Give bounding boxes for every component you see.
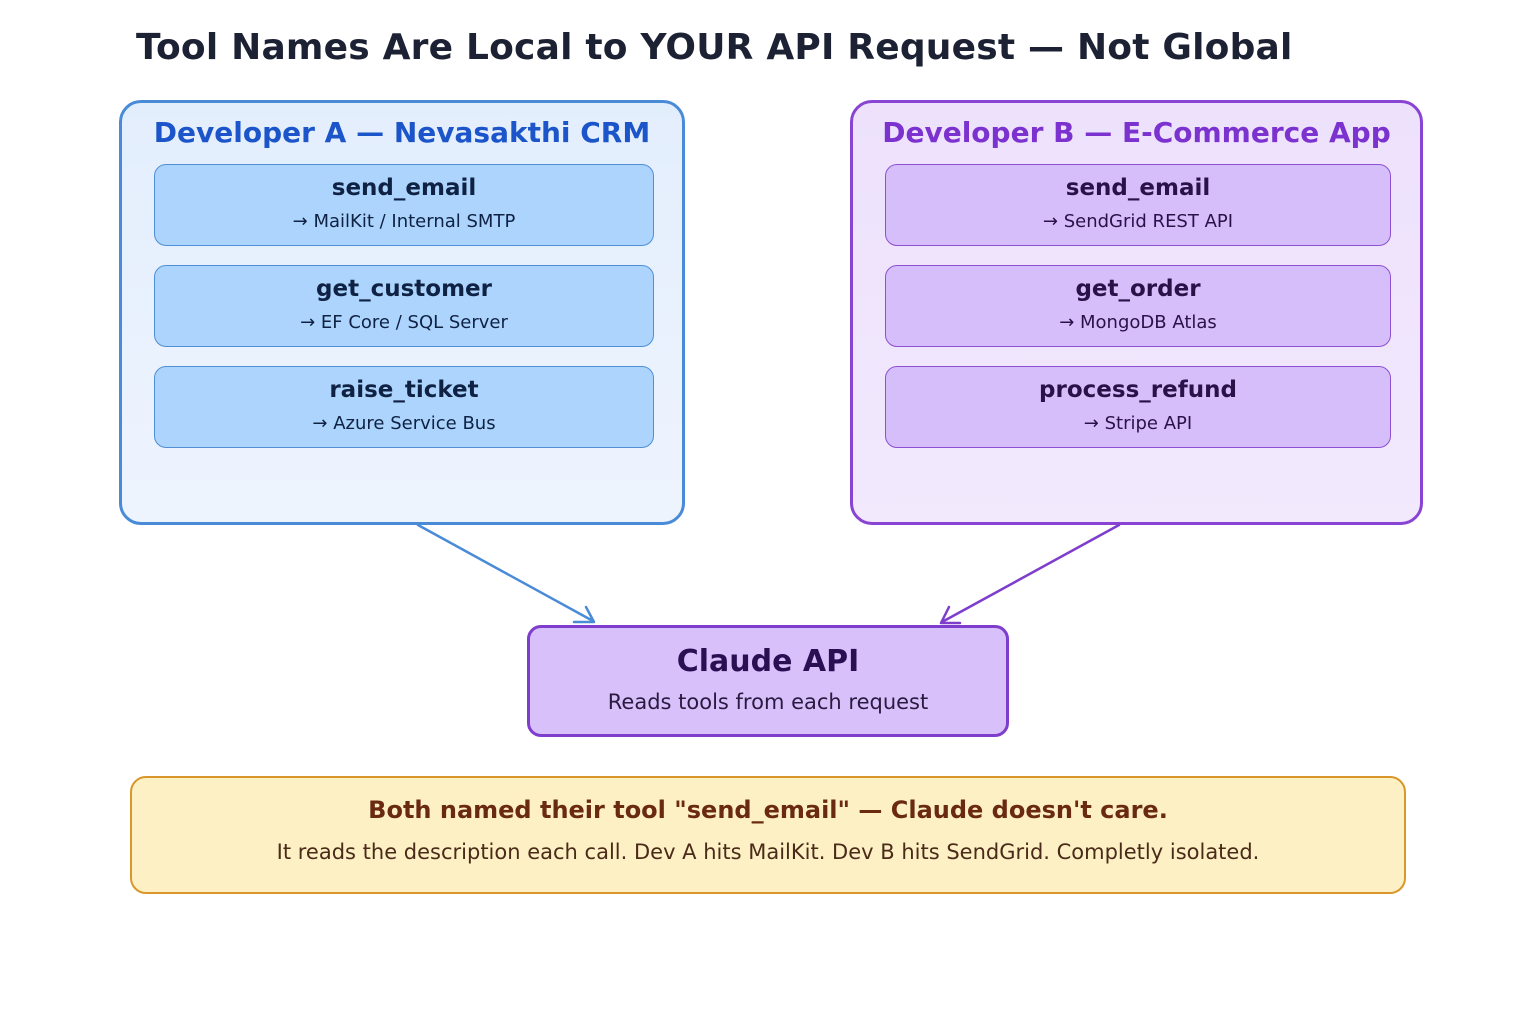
tool-name: process_refund (1039, 377, 1237, 403)
tool-name: get_order (1075, 276, 1201, 302)
tool-target: → MongoDB Atlas (1059, 312, 1217, 333)
arrow-b-line (940, 523, 1121, 624)
developer-a-tool-send-email: send_email → MailKit / Internal SMTP (154, 164, 654, 246)
tool-target: → Stripe API (1083, 413, 1193, 434)
tool-target: → Azure Service Bus (312, 413, 496, 434)
page-title: Tool Names Are Local to YOUR API Request… (136, 27, 1293, 68)
developer-a-tool-get-customer: get_customer → EF Core / SQL Server (154, 265, 654, 347)
developer-b-tool-get-order: get_order → MongoDB Atlas (885, 265, 1391, 347)
tool-target: → EF Core / SQL Server (300, 312, 508, 333)
tool-name: send_email (331, 175, 477, 201)
summary-note: Both named their tool "send_email" — Cla… (130, 776, 1406, 894)
tool-target: → SendGrid REST API (1042, 211, 1234, 232)
developer-a-title: Developer A — Nevasakthi CRM (153, 116, 651, 149)
arrow-b-head (939, 605, 962, 625)
summary-note-title: Both named their tool "send_email" — Cla… (368, 796, 1168, 824)
developer-b-tool-process-refund: process_refund → Stripe API (885, 366, 1391, 448)
developer-b-title: Developer B — E-Commerce App (882, 116, 1391, 149)
developer-a-panel: Developer A — Nevasakthi CRM send_email … (119, 100, 685, 525)
developer-b-tool-send-email: send_email → SendGrid REST API (885, 164, 1391, 246)
claude-api-box: Claude API Reads tools from each request (527, 625, 1009, 737)
tool-target: → MailKit / Internal SMTP (292, 211, 516, 232)
claude-api-subtitle: Reads tools from each request (607, 690, 929, 714)
developer-b-panel: Developer B — E-Commerce App send_email … (850, 100, 1423, 525)
tool-name: get_customer (316, 276, 492, 302)
arrow-a-line (416, 523, 595, 623)
developer-a-tool-raise-ticket: raise_ticket → Azure Service Bus (154, 366, 654, 448)
claude-api-title: Claude API (676, 644, 860, 679)
tool-name: send_email (1065, 175, 1211, 201)
arrow-a-head (572, 605, 596, 624)
tool-name: raise_ticket (329, 377, 479, 403)
summary-note-body: It reads the description each call. Dev … (276, 840, 1260, 864)
